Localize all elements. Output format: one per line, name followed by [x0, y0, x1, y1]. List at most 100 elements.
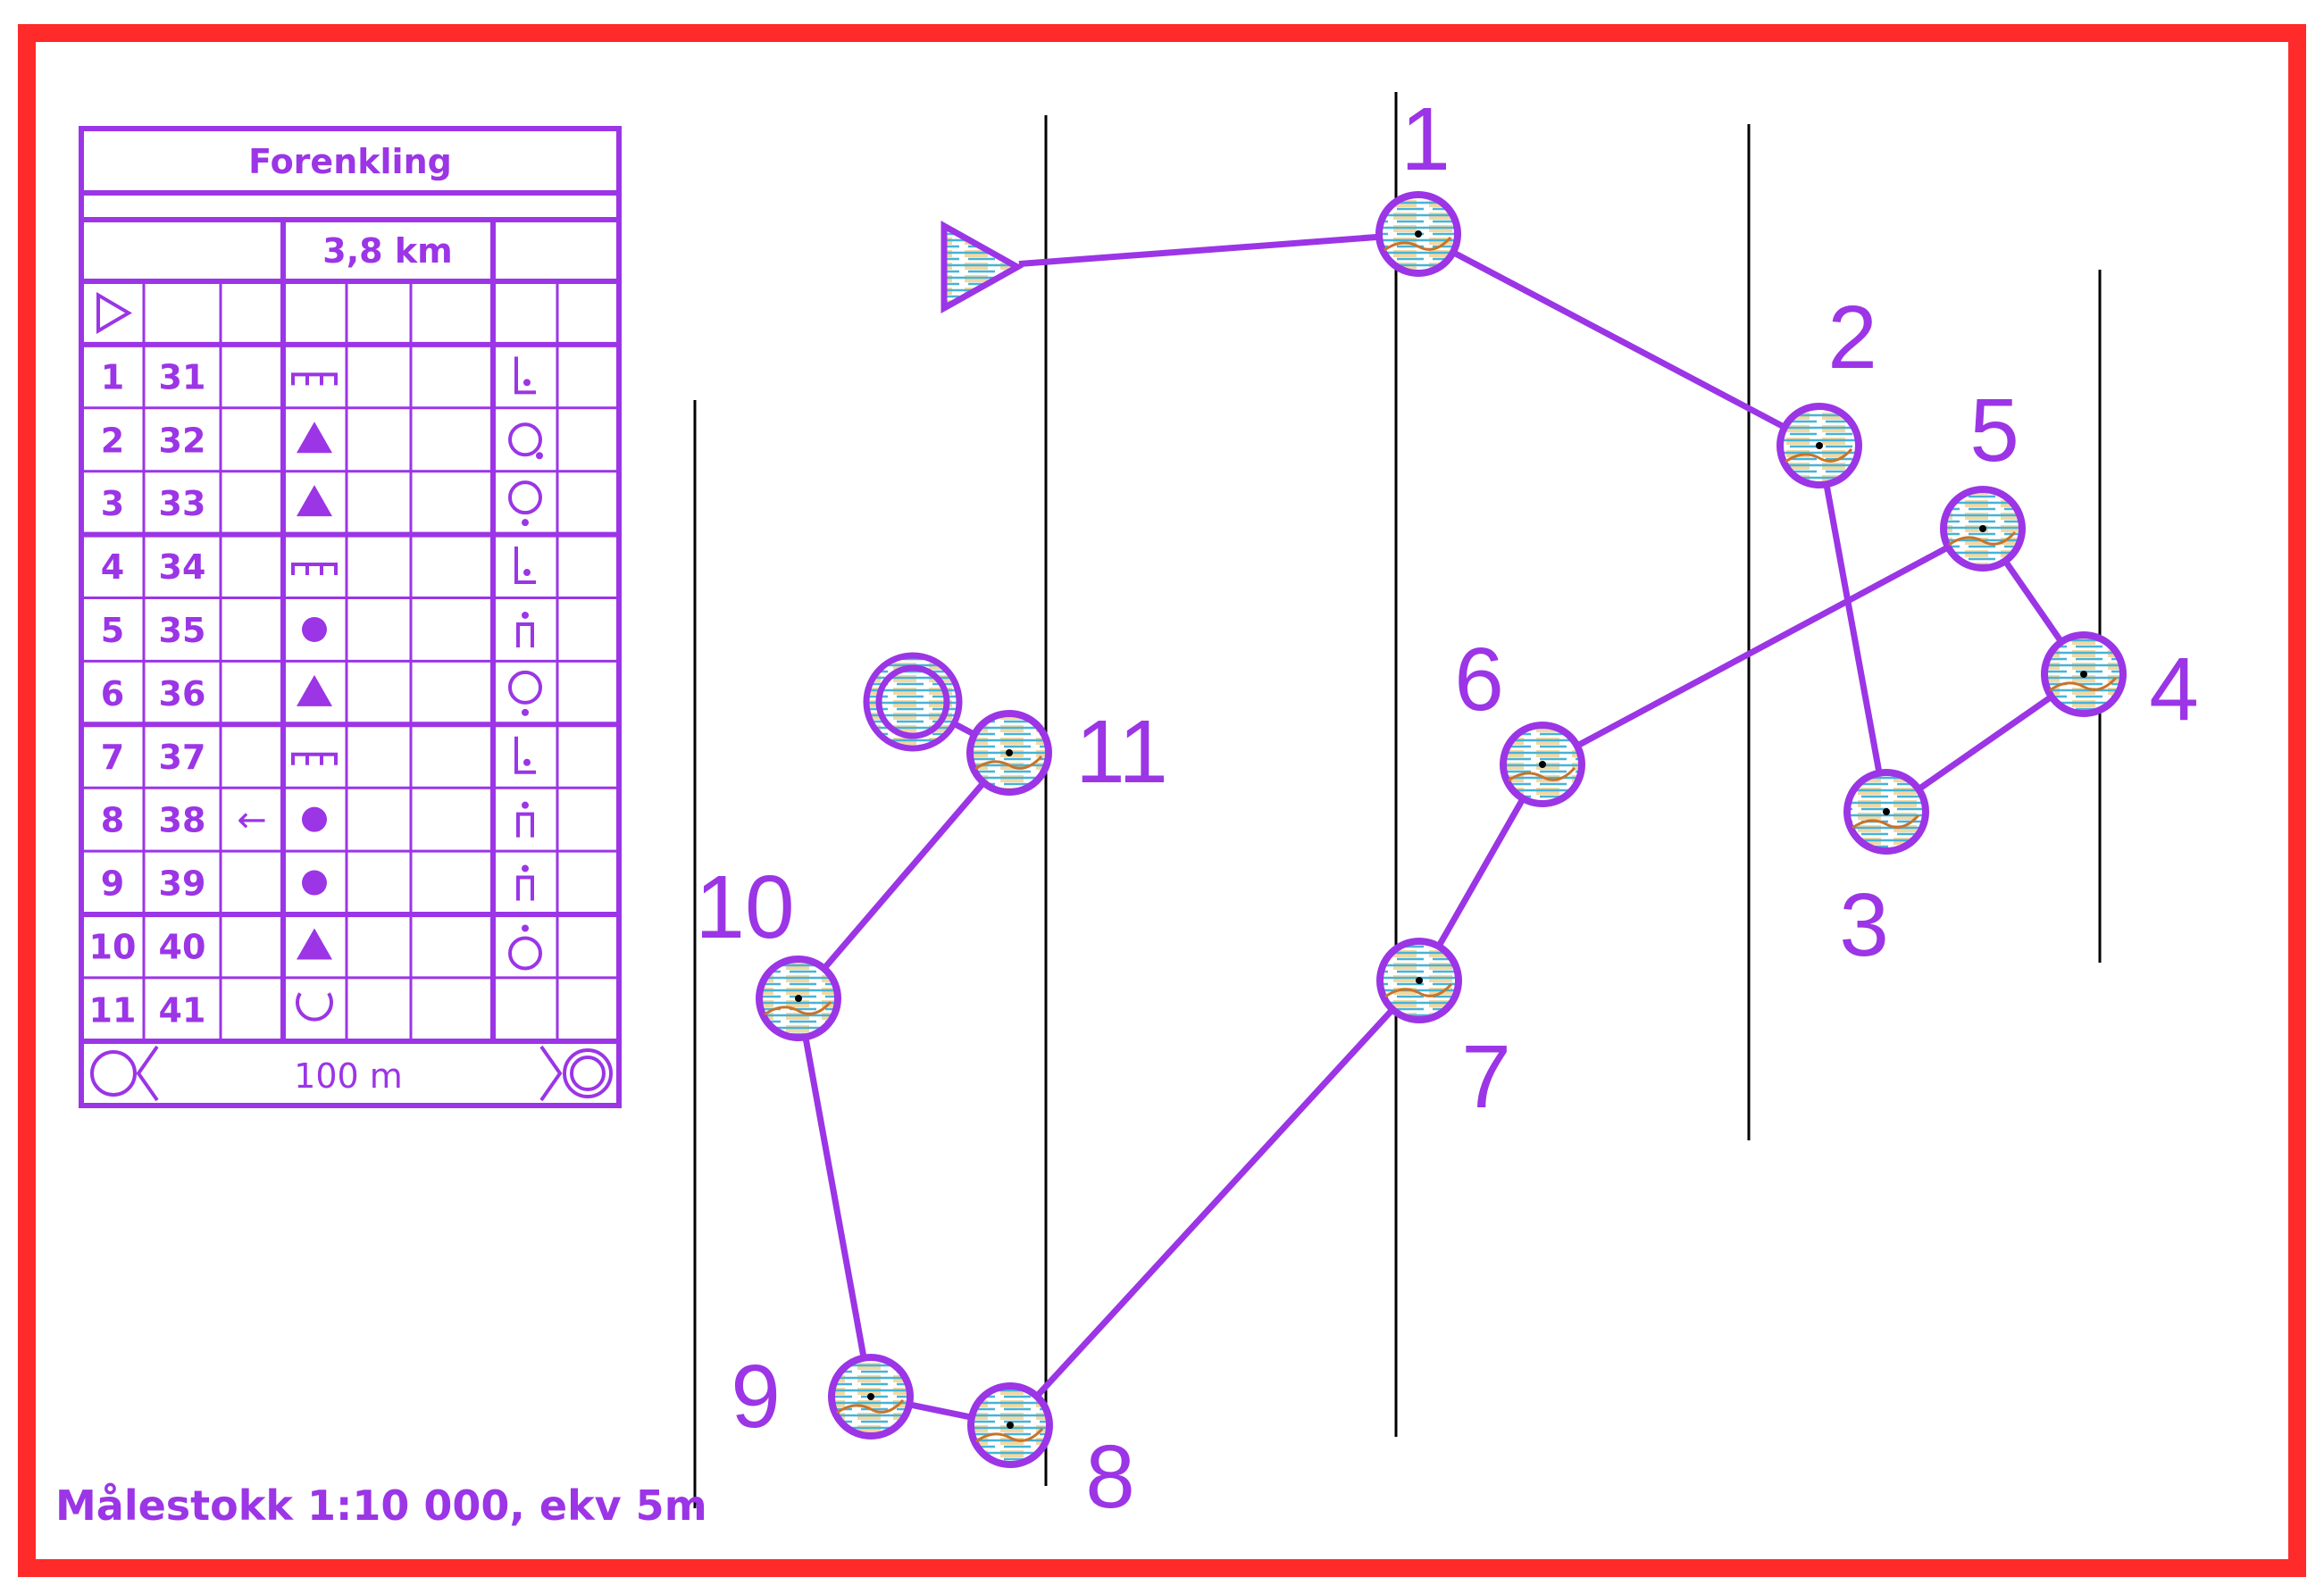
- corner-icon: [514, 736, 536, 774]
- knoll-dot-icon: [302, 870, 327, 896]
- course-leg: [1435, 797, 1526, 948]
- control-number: 7: [1461, 1027, 1511, 1127]
- control-6: 6: [1454, 630, 1585, 807]
- control-sequence: 6: [101, 674, 124, 714]
- control-5: 5: [1940, 380, 2026, 572]
- contour-line: [836, 1398, 905, 1415]
- course-length: 3,8 km: [322, 231, 452, 271]
- description-row: 6 36: [101, 670, 542, 716]
- control-number: 11: [1075, 702, 1168, 802]
- control-code: 40: [159, 927, 206, 966]
- control-1: 1: [1375, 89, 1461, 277]
- control-number: 2: [1827, 288, 1877, 388]
- depression-icon: [296, 992, 333, 1022]
- knoll-dot-icon: [302, 806, 327, 832]
- feature-dot: [1979, 525, 1986, 532]
- contour-line: [975, 1427, 1044, 1443]
- control-code: 36: [159, 674, 206, 714]
- foot-icon: [516, 812, 534, 838]
- control-sequence: 11: [89, 990, 137, 1030]
- side-dot: [522, 519, 529, 527]
- control-number: 6: [1454, 630, 1504, 730]
- control-sequence: 4: [101, 547, 124, 587]
- control-number: 1: [1400, 89, 1450, 189]
- control-sequence: 3: [101, 484, 124, 523]
- feature-dot: [795, 995, 802, 1002]
- control-sequence: 8: [101, 801, 124, 840]
- feature-dot: [867, 1393, 874, 1400]
- feature-dot: [1415, 230, 1422, 238]
- trench-icon: [291, 372, 338, 386]
- control-sequence: 2: [101, 421, 124, 460]
- control-sequence: 7: [101, 738, 124, 777]
- finish-inner-circle: [875, 664, 950, 739]
- control-sequence: 10: [89, 927, 137, 966]
- control-7: 7: [1376, 938, 1511, 1127]
- start-triangle-icon: [96, 291, 132, 334]
- course-leg: [1917, 694, 2053, 792]
- description-row: 11 41: [89, 990, 333, 1030]
- corner-dot: [523, 569, 531, 577]
- knoll-dot-icon: [302, 616, 327, 642]
- description-row: 8 38 ←: [101, 800, 534, 841]
- direction-arrow-icon: ←: [237, 800, 267, 841]
- chevron-right-icon: [539, 1045, 563, 1102]
- control-code: 38: [159, 801, 206, 840]
- scale-text: Målestokk 1:10 000, ekv 5m: [55, 1481, 707, 1530]
- course-leg: [802, 1036, 867, 1359]
- course-leg: [2002, 559, 2064, 644]
- side-circle-icon: [508, 422, 542, 457]
- side-circle-icon: [508, 480, 542, 515]
- foot-icon: [516, 622, 534, 647]
- finish-icon-outer: [563, 1048, 613, 1098]
- feature-dot: [1539, 761, 1546, 768]
- corner-dot: [523, 379, 531, 387]
- contour-line: [1852, 814, 1920, 830]
- control-circle-icon: [90, 1050, 137, 1097]
- corner-dot: [523, 758, 531, 766]
- contour-line: [1948, 530, 2017, 547]
- control-number: 9: [731, 1347, 781, 1447]
- course-leg: [1451, 249, 1786, 430]
- feature-dot: [1416, 977, 1423, 984]
- contour-line: [974, 755, 1043, 771]
- control-code: 32: [159, 421, 206, 460]
- trench-icon: [291, 563, 338, 576]
- control-sequence: 9: [101, 864, 124, 904]
- control-11: 11: [966, 702, 1168, 802]
- course-leg: [821, 780, 987, 971]
- control-code: 35: [159, 611, 206, 650]
- course-leg: [908, 1401, 973, 1421]
- course-leg: [952, 721, 976, 738]
- contour-line: [1384, 236, 1452, 252]
- corner-icon: [514, 547, 536, 585]
- side-circle-icon: [508, 670, 542, 705]
- foot-dot: [522, 864, 529, 872]
- description-frame: [79, 126, 622, 1108]
- control-3: 3: [1839, 769, 1929, 975]
- control-code: 34: [159, 547, 206, 587]
- control-10: 10: [695, 857, 841, 1041]
- boulder-triangle-icon: [297, 421, 332, 454]
- feature-dot: [1006, 749, 1013, 756]
- map-frame: [18, 24, 2306, 1577]
- description-title: Forenkling: [248, 142, 452, 181]
- course-leg: [1576, 544, 1950, 749]
- description-row: 2 32: [101, 421, 543, 460]
- course-leg: [1823, 483, 1883, 774]
- contour-line: [764, 1000, 832, 1016]
- description-footer-distance: 100 m: [294, 1056, 403, 1096]
- feature-dot: [1883, 808, 1890, 815]
- foot-dot: [522, 611, 529, 619]
- control-8: 8: [967, 1382, 1135, 1527]
- foot-icon: [516, 875, 534, 901]
- start-triangle-icon: [940, 221, 1024, 313]
- boulder-triangle-icon: [297, 485, 332, 517]
- side-circle-icon: [508, 936, 542, 971]
- control-number: 4: [2149, 639, 2199, 739]
- side-dot: [522, 708, 529, 716]
- control-code: 41: [159, 990, 206, 1030]
